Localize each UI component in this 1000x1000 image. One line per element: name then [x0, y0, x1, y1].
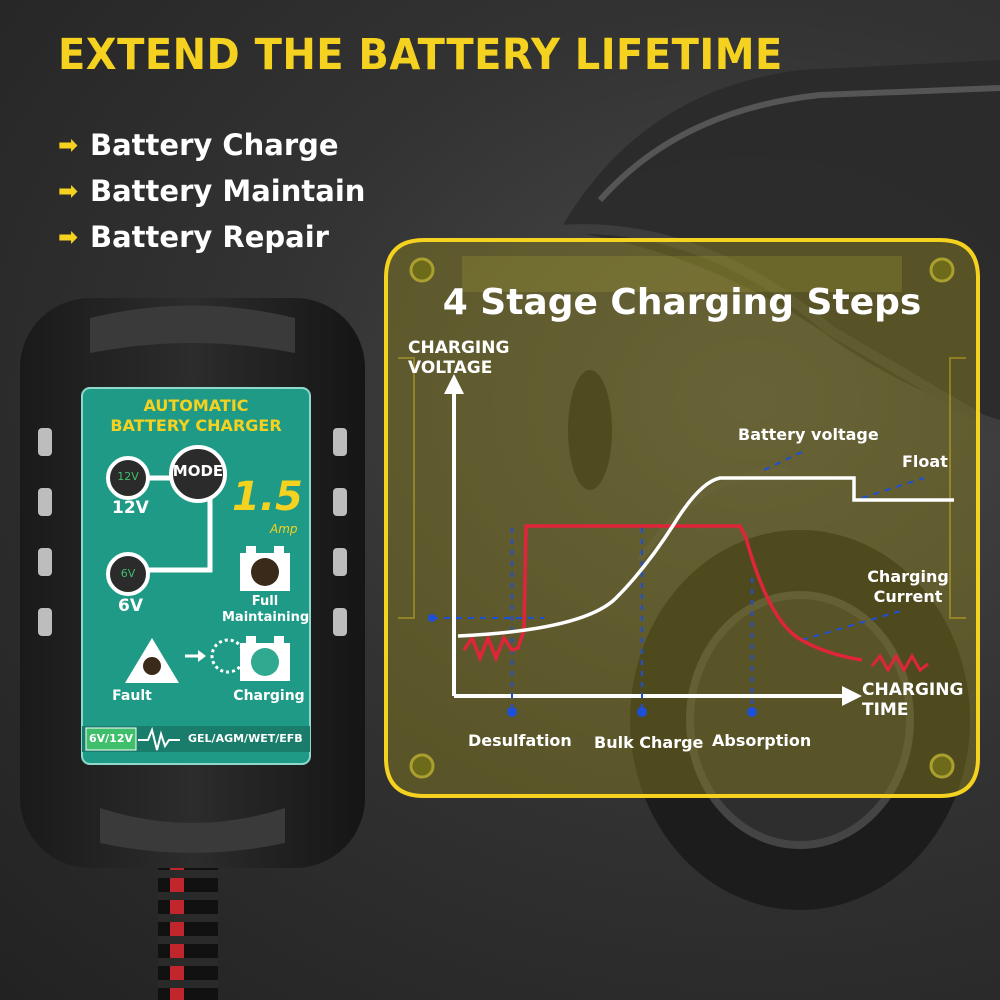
full-maintaining-label: Full Maintaining [222, 594, 310, 625]
feature-item: ➡ Battery Repair [58, 214, 365, 260]
charger-title: AUTOMATIC BATTERY CHARGER [110, 396, 282, 435]
feature-list: ➡ Battery Charge ➡ Battery Maintain ➡ Batte… [58, 122, 365, 260]
charger-cable [158, 860, 218, 1000]
fault-label: Fault [112, 688, 152, 704]
headline: EXTEND THE BATTERY LIFETIME [58, 30, 783, 80]
feature-label: Battery Maintain [90, 174, 366, 208]
arrow-right-icon: ➡ [58, 177, 79, 205]
feature-item: ➡ Battery Maintain [58, 168, 365, 214]
stage-desulfation: Desulfation [468, 731, 572, 750]
x-axis-label: CHARGING TIME [862, 680, 964, 720]
battery-types: GEL/AGM/WET/EFB [188, 732, 303, 745]
charging-current-label: Charging Current [867, 567, 949, 606]
y-axis-label: CHARGING VOLTAGE [408, 338, 510, 378]
charging-chart-panel [384, 238, 980, 798]
mode-button[interactable]: MODE [172, 462, 224, 480]
arrow-right-icon: ➡ [58, 223, 79, 251]
12v-button[interactable]: 12V [117, 470, 139, 483]
12v-label: 12V [112, 498, 149, 518]
amp-unit: Amp [270, 522, 298, 536]
6v-button[interactable]: 6V [120, 567, 136, 580]
voltage-badge: 6V/12V [88, 732, 133, 745]
battery-voltage-label: Battery voltage [738, 425, 879, 444]
charging-label: Charging [233, 688, 305, 704]
amp-value: 1.5 [232, 474, 303, 520]
6v-label: 6V [118, 596, 143, 616]
charger-device [20, 298, 365, 868]
feature-label: Battery Charge [90, 128, 339, 162]
chart-title: 4 Stage Charging Steps [442, 282, 922, 323]
float-label: Float [902, 452, 948, 471]
stage-absorption: Absorption [712, 731, 812, 750]
arrow-right-icon: ➡ [58, 131, 79, 159]
feature-label: Battery Repair [90, 220, 329, 254]
stage-bulk-charge: Bulk Charge [594, 733, 704, 752]
feature-item: ➡ Battery Charge [58, 122, 365, 168]
